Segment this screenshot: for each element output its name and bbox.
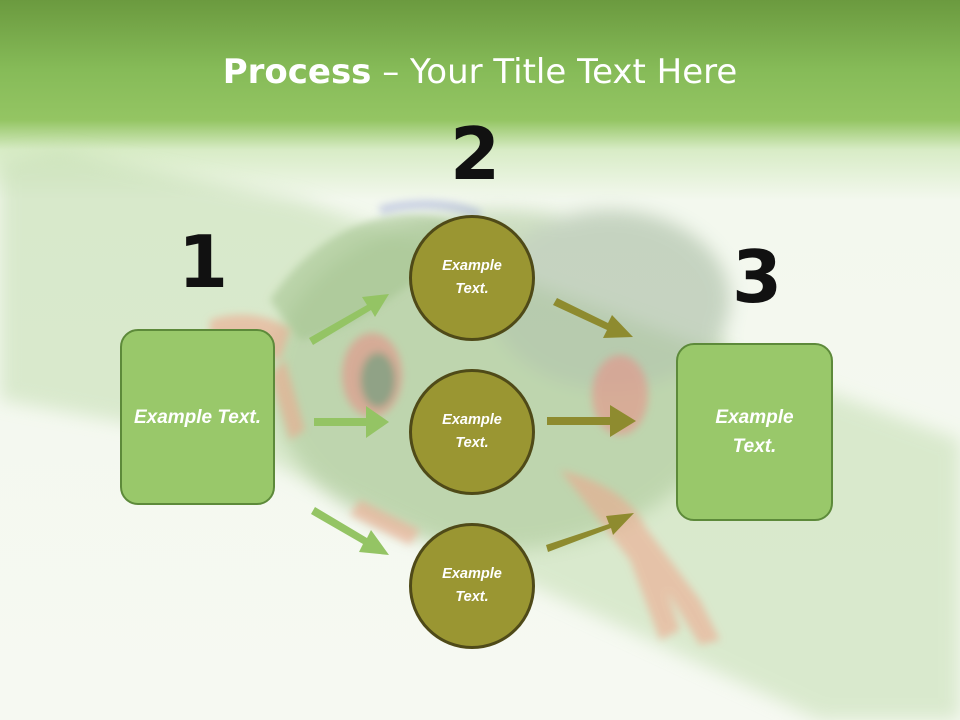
left-box-text: Example Text. — [133, 406, 262, 428]
title-bold: Process — [222, 52, 372, 92]
circle-3-text: Example Text. — [442, 566, 502, 605]
circle-2: Example Text. — [409, 369, 535, 495]
circle-1: Example Text. — [409, 215, 535, 341]
right-box-text: Example Text. — [715, 407, 794, 457]
right-box: Example Text. — [676, 343, 833, 521]
arrow-left-to-circle-2 — [314, 406, 389, 438]
arrow-circle-3-to-right — [546, 513, 634, 552]
circle-2-text: Example Text. — [442, 412, 502, 451]
arrow-left-to-circle-1 — [309, 294, 389, 345]
circle-1-text: Example Text. — [442, 258, 502, 297]
slide-title: Process – Your Title Text Here — [0, 52, 960, 92]
step-number-3: 3 — [732, 235, 783, 319]
left-box: Example Text. — [120, 329, 275, 505]
arrow-circle-1-to-right — [553, 298, 633, 338]
step-number-2: 2 — [450, 112, 501, 196]
arrow-left-to-circle-3 — [311, 507, 389, 555]
title-rest: – Your Title Text Here — [371, 52, 738, 92]
circle-3: Example Text. — [409, 523, 535, 649]
step-number-1: 1 — [178, 220, 229, 304]
arrow-circle-2-to-right — [547, 405, 636, 437]
